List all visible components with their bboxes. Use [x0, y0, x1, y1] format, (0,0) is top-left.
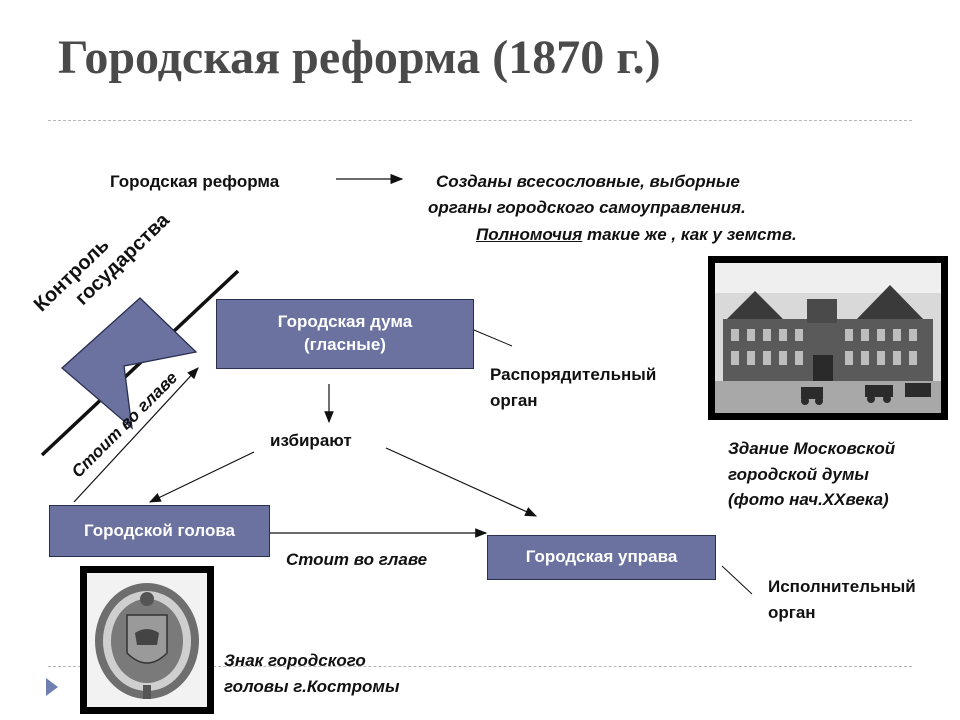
reform-powers: Полномочия такие же , как у земств. [476, 225, 797, 245]
badge-photo [80, 566, 214, 714]
slide-title: Городская реформа (1870 г.) [58, 31, 661, 84]
badge-image [95, 583, 199, 699]
head-title: Городской голова [83, 520, 236, 540]
head-to-duma-arrow [73, 367, 199, 503]
duma-box: Городская дума (гласные) [216, 299, 474, 369]
badge-caption: Знак городского головы г.Костромы [224, 648, 399, 699]
state-control-arrow-shape [61, 297, 198, 430]
elect-label: избирают [270, 431, 352, 450]
nav-arrow-icon[interactable] [46, 678, 58, 696]
uprava-role: Исполнительный орган [768, 574, 916, 625]
building-caption-line2: городской думы [728, 464, 869, 484]
duma-role-line1: Распорядительный [490, 365, 657, 384]
powers-word: Полномочия [476, 225, 583, 244]
powers-rest: такие же , как у земств. [582, 225, 797, 244]
uprava-box: Городская управа [487, 535, 716, 580]
building-caption-line3: (фото нач.ХХвека) [728, 490, 889, 509]
duma-role-line2: орган [490, 390, 538, 410]
footer-divider [48, 666, 912, 667]
uprava-title: Городская управа [525, 547, 678, 567]
uprava-role-line2: орган [768, 602, 816, 622]
duma-building-photo [708, 256, 948, 420]
elect-head-arrow [148, 451, 255, 503]
title-divider [48, 120, 912, 121]
elect-uprava-arrow [385, 447, 538, 517]
reform-result-line2: органы городского самоуправления. [428, 198, 746, 217]
uprava-role-line1: Исполнительный [768, 577, 916, 596]
uprava-role-connector [721, 565, 753, 595]
building-image [715, 263, 941, 413]
badge-caption-line2: головы г.Костромы [224, 676, 400, 696]
reform-result-line1: Созданы всесословные, выборные [436, 172, 740, 191]
badge-caption-line1: Знак городского [224, 651, 366, 670]
head-uprava-label: Стоит во главе [286, 550, 428, 569]
reform-label: Городская реформа [110, 172, 280, 191]
duma-role-connector [473, 329, 513, 347]
building-caption: Здание Московской городской думы (фото н… [728, 436, 895, 513]
head-box: Городской голова [49, 505, 270, 557]
duma-title: Городская дума [277, 312, 413, 332]
duma-role: Распорядительный орган [490, 362, 656, 413]
duma-subtitle: (гласные) [304, 335, 386, 354]
building-caption-line1: Здание Московской [728, 439, 896, 458]
